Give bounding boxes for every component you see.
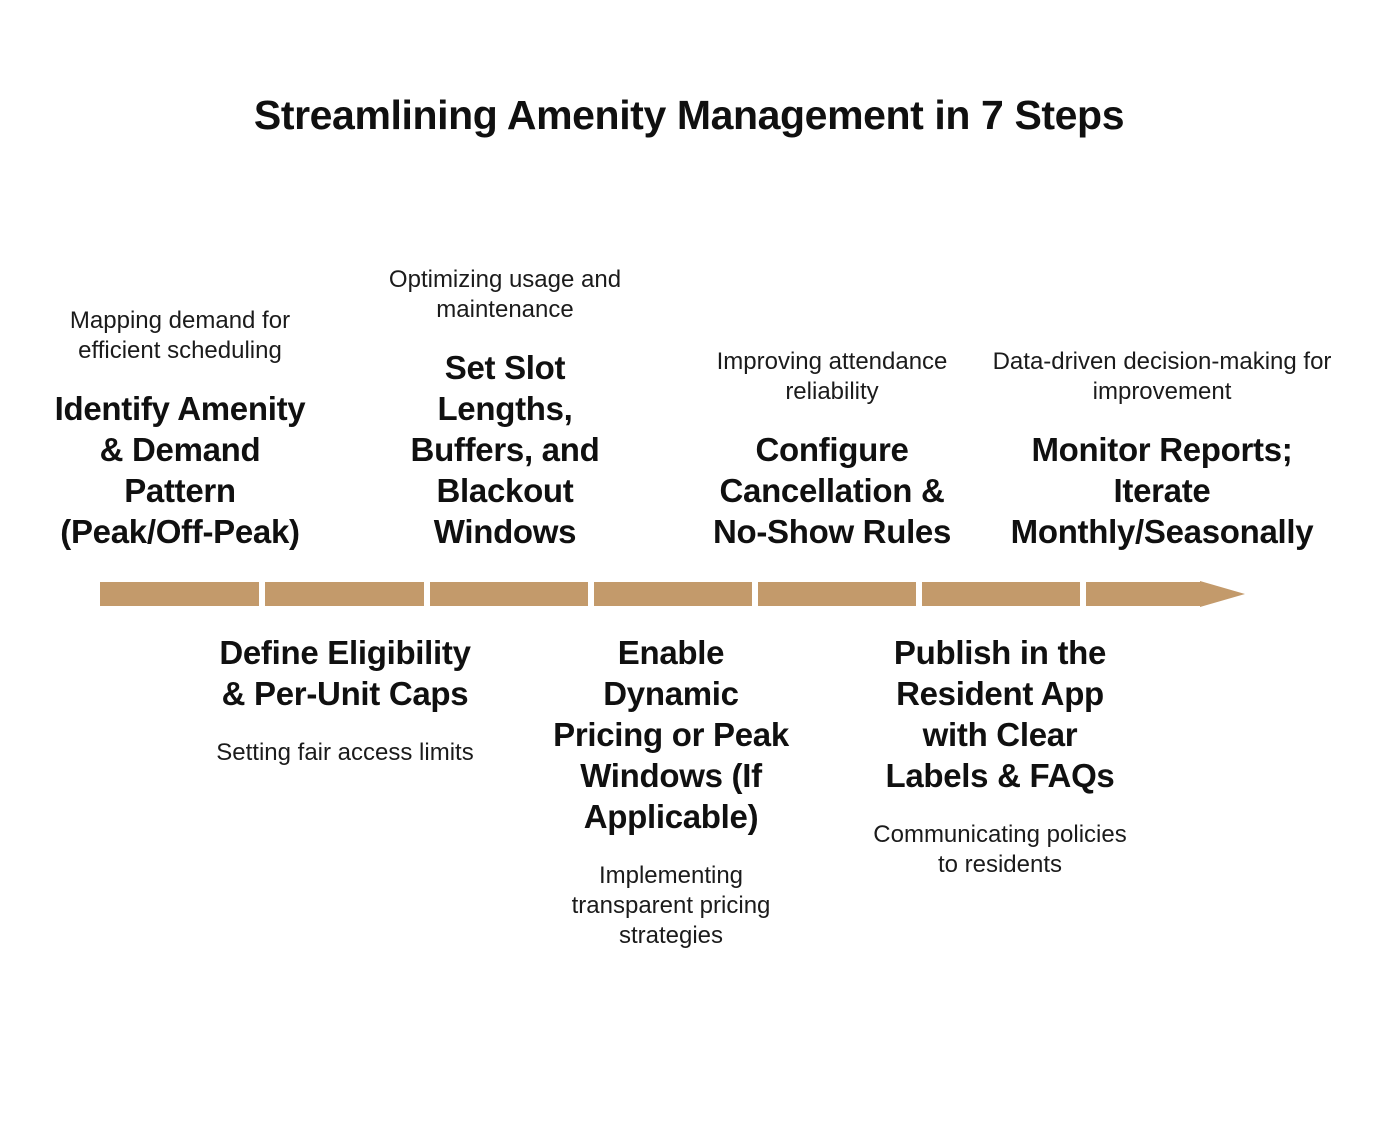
timeline-segment-5 xyxy=(758,582,916,606)
step-block-2: Define Eligibility & Per-Unit Caps Setti… xyxy=(208,632,482,862)
step-caption-6: Communicating policies to residents xyxy=(873,821,1127,878)
step-title-1: Identify Amenity & Demand Pattern (Peak/… xyxy=(54,390,306,550)
step-title-2: Define Eligibility & Per-Unit Caps xyxy=(219,634,471,712)
step-block-7: Data-driven decision-making for improvem… xyxy=(984,308,1340,552)
timeline-arrowhead xyxy=(1200,581,1245,607)
timeline-segment-6 xyxy=(922,582,1080,606)
step-block-1: Mapping demand for efficient scheduling … xyxy=(52,186,308,552)
timeline-segment-4 xyxy=(594,582,752,606)
step-caption-7: Data-driven decision-making for improvem… xyxy=(992,348,1332,405)
page-title: Streamlining Amenity Management in 7 Ste… xyxy=(253,92,1125,138)
timeline-segment-1 xyxy=(100,582,259,606)
step-title-6: Publish in the Resident App with Clear L… xyxy=(885,634,1115,794)
step-block-3: Optimizing usage and maintenance Set Slo… xyxy=(382,262,628,552)
step-title-5: Configure Cancellation & No-Show Rules xyxy=(712,431,952,550)
step-caption-1: Mapping demand for efficient scheduling xyxy=(69,307,291,364)
step-caption-4: Implementing transparent pricing strateg… xyxy=(571,862,771,949)
timeline-segment-7 xyxy=(1086,582,1200,606)
timeline-segments xyxy=(100,582,1200,606)
step-block-4: Enable Dynamic Pricing or Peak Windows (… xyxy=(548,632,794,1012)
step-title-4: Enable Dynamic Pricing or Peak Windows (… xyxy=(553,634,789,835)
timeline-arrow xyxy=(100,581,1245,607)
step-caption-3: Optimizing usage and maintenance xyxy=(388,266,622,323)
timeline-segment-2 xyxy=(265,582,424,606)
step-caption-2: Setting fair access limits xyxy=(216,739,474,766)
step-block-5: Improving attendance reliability Configu… xyxy=(712,268,952,552)
step-block-6: Publish in the Resident App with Clear L… xyxy=(868,632,1132,922)
step-title-7: Monitor Reports; Iterate Monthly/Seasona… xyxy=(1010,431,1314,550)
step-title-3: Set Slot Lengths, Buffers, and Blackout … xyxy=(410,349,600,550)
timeline-segment-3 xyxy=(430,582,588,606)
step-caption-5: Improving attendance reliability xyxy=(716,348,948,405)
